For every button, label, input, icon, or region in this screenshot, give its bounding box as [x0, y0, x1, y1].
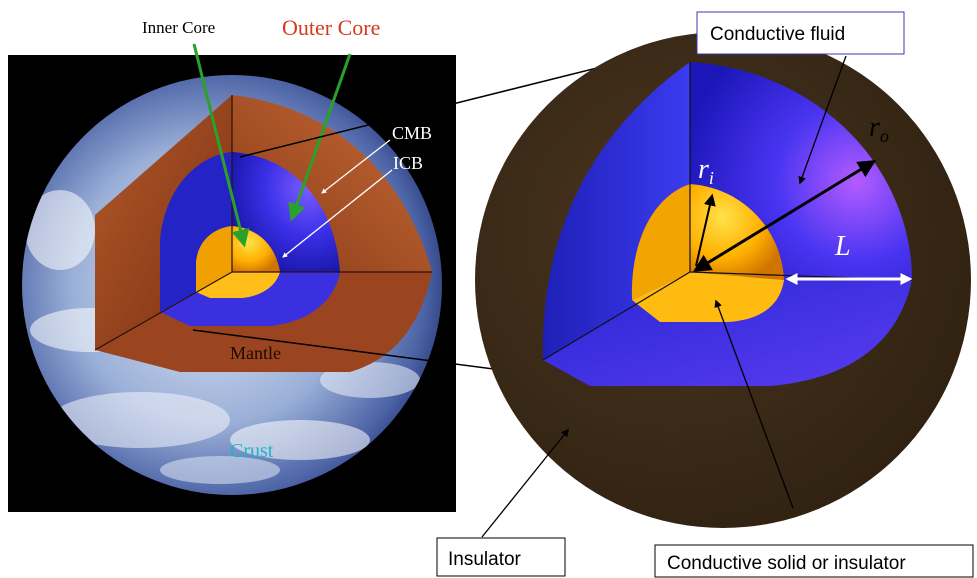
- outer-core-face-floor: [160, 272, 340, 326]
- cmb-pointer-arrow: [321, 139, 391, 194]
- icb-pointer-arrow: [282, 169, 393, 258]
- projection-line-top: [239, 56, 642, 158]
- insulator-label: Insulator: [448, 549, 522, 570]
- spherical-shell-model: [475, 32, 971, 528]
- conductive-solid-label: Conductive solid or insulator: [667, 553, 906, 574]
- insulator-pointer: [481, 428, 569, 538]
- conductive-solid-callout: Conductive solid or insulator: [654, 299, 974, 578]
- inner-core-label: Inner Core: [142, 18, 215, 37]
- crust-label: Crust: [230, 440, 274, 462]
- conductive-solid-box: [654, 544, 974, 578]
- inner-radius-label: ri: [698, 154, 714, 188]
- icb-label: ICB: [393, 153, 423, 173]
- cmb-label: CMB: [392, 123, 432, 143]
- conductive-fluid-callout: Conductive fluid: [696, 11, 905, 185]
- solid-face-left: [631, 184, 690, 300]
- outer-core-label: Outer Core: [282, 15, 380, 40]
- gap-width-label: L: [834, 231, 851, 262]
- inner-core-face-left: [196, 226, 232, 292]
- mantle-label: Mantle: [230, 343, 281, 363]
- conductive-fluid-box: [696, 11, 905, 55]
- conductive-fluid-pointer: [798, 55, 847, 185]
- conductive-solid-pointer: [714, 299, 794, 509]
- outer-radius-arrow: [692, 160, 877, 272]
- fluid-face-floor: [543, 272, 912, 386]
- outer-radius-label: ro: [869, 112, 889, 146]
- inner-core-pointer-arrow: [192, 43, 250, 248]
- earth-cutaway-image: [8, 55, 456, 512]
- insulator-box: [436, 537, 566, 577]
- conductive-fluid-label: Conductive fluid: [710, 24, 845, 45]
- outer-core-pointer-arrow: [288, 53, 352, 222]
- insulator-callout: Insulator: [436, 428, 569, 577]
- inner-core-face-floor: [196, 272, 280, 298]
